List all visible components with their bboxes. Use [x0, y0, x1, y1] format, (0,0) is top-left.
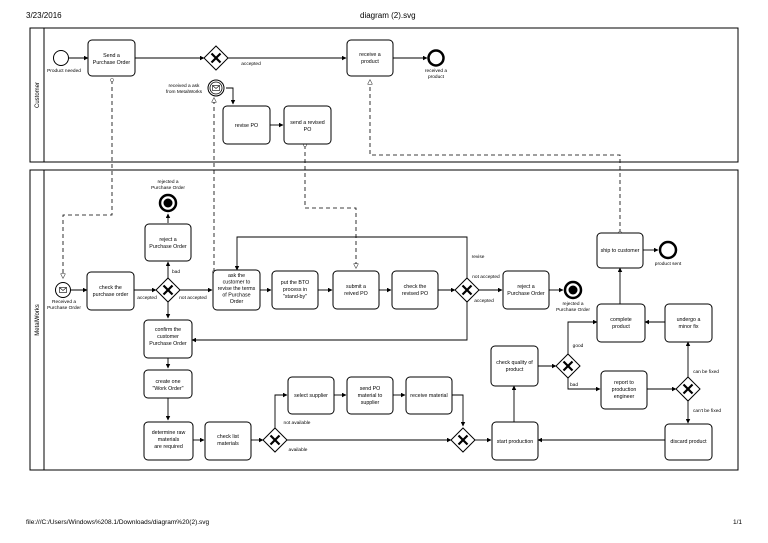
task-create-work-order[interactable]: create one"Work Order" [143, 369, 193, 399]
svg-text:revise PO: revise PO [235, 123, 258, 129]
svg-text:start production: start production [497, 439, 534, 445]
task-start-production[interactable]: start production [491, 421, 539, 461]
flow-label-bad-quality: bad [570, 382, 578, 388]
flow-label-accepted-right: accepted [474, 298, 494, 304]
flow-label-revise: revise [472, 254, 485, 260]
flow-label-accepted-top: accepted [241, 61, 261, 67]
start-message-event-received-po [55, 282, 71, 298]
print-date: 3/23/2016 [26, 11, 62, 20]
gateway-xor-check-po [155, 277, 181, 303]
task-discard-product[interactable]: discard product [664, 423, 713, 461]
flow-label-cant-be-fixed: can't be fixed [693, 408, 721, 414]
start-event-product-needed [53, 50, 69, 66]
gateway-xor-availability [262, 427, 288, 453]
print-page-number: 1/1 [733, 519, 743, 526]
task-select-supplier[interactable]: select supplier [287, 376, 335, 415]
end-event-product-sent [658, 240, 678, 260]
product-sent-label: product sent [655, 261, 682, 267]
svg-text:create one"Work Order": create one"Work Order" [152, 379, 183, 392]
product-needed-label: Product needed [47, 68, 81, 74]
intermediate-message-event [207, 79, 225, 97]
gateway-xor-accepted [203, 45, 229, 71]
task-revise-po[interactable]: revise PO [222, 105, 271, 145]
flow-label-good: good [573, 343, 584, 349]
print-file-path: file:///C:/Users/Windows%208.1/Downloads… [26, 519, 210, 526]
svg-text:discard product: discard product [670, 439, 707, 445]
svg-text:select supplier: select supplier [294, 393, 328, 399]
gateway-xor-merge [450, 427, 476, 453]
sequence-flows [69, 55, 691, 443]
print-title: diagram (2).svg [360, 11, 416, 20]
end-event-received-product [427, 49, 445, 67]
flow-label-can-be-fixed: can be fixed [693, 369, 719, 375]
customer-lane-label: Customer [35, 82, 41, 108]
gateway-xor-fixable [675, 376, 701, 402]
flow-label-available: available [289, 447, 308, 453]
svg-text:receive material: receive material [410, 393, 447, 399]
task-ship-to-customer[interactable]: ship to customer [596, 232, 644, 269]
flow-label-bad: bad [172, 269, 180, 275]
end-event-rejected-po-right [563, 280, 583, 300]
end-event-rejected-po-top [158, 193, 178, 213]
task-receive-material[interactable]: receive material [405, 376, 453, 415]
message-flows [63, 80, 620, 278]
flow-label-not-accepted-right: not accepted [472, 274, 500, 280]
gateway-xor-revised [454, 277, 480, 303]
svg-text:ship to customer: ship to customer [601, 248, 640, 254]
flow-label-accepted-left: accepted [137, 295, 157, 301]
gateway-xor-quality [555, 353, 581, 379]
flow-label-not-accepted-left: not accepted [179, 295, 207, 301]
flow-label-not-available: not available [284, 420, 311, 426]
metalworks-lane-label: MetalWorks [35, 304, 41, 336]
